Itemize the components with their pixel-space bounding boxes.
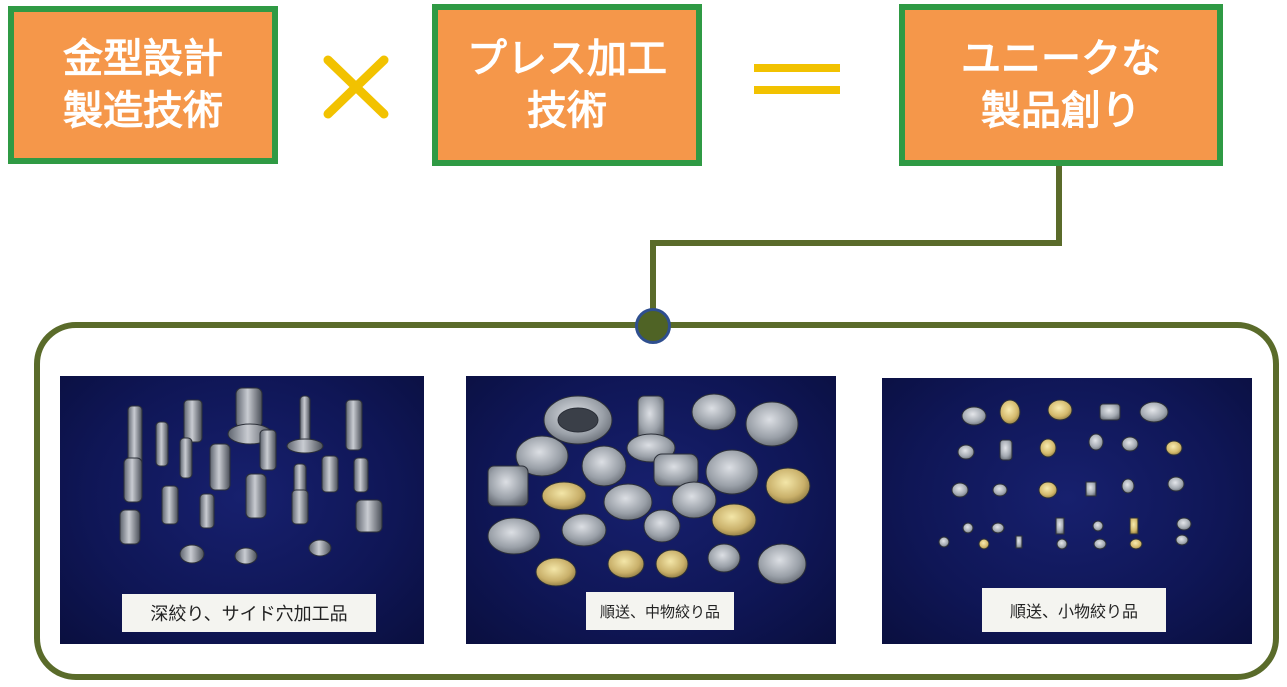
- photo-caption-small-drawn: 順送、小物絞り品: [982, 588, 1166, 632]
- photo-caption-medium-drawn: 順送、中物絞り品: [586, 592, 734, 630]
- box2-line2: 技術: [527, 88, 607, 134]
- box3-line1: ユニークな: [961, 36, 1161, 82]
- multiply-sign: [323, 55, 389, 119]
- photo-deep-drawn-side-hole-products: 深絞り、サイド穴加工品: [60, 376, 424, 644]
- equals-sign: [754, 64, 840, 94]
- connector-horizontal: [650, 240, 1062, 246]
- medium-drawn-parts-illustration: [487, 393, 811, 587]
- press-processing-technology-box: プレス加工 技術: [432, 4, 702, 166]
- die-design-technology-box: 金型設計 製造技術: [8, 6, 278, 164]
- box3-line2: 製品創り: [981, 88, 1141, 134]
- small-drawn-parts-illustration: [938, 399, 1192, 550]
- photo-progressive-small-drawn-products: 順送、小物絞り品: [882, 378, 1252, 644]
- box1-line1: 金型設計: [63, 36, 223, 82]
- connector-vertical-top: [1056, 166, 1062, 246]
- unique-product-creation-box: ユニークな 製品創り: [899, 4, 1223, 166]
- box1-line2: 製造技術: [63, 88, 223, 134]
- photo-caption-deep-drawn: 深絞り、サイド穴加工品: [122, 594, 376, 632]
- connector-vertical-bottom: [650, 240, 656, 320]
- box2-line1: プレス加工: [467, 36, 667, 82]
- connector-dot: [635, 308, 671, 344]
- deep-drawn-parts-illustration: [119, 387, 383, 565]
- photo-progressive-medium-drawn-products: 順送、中物絞り品: [466, 376, 836, 644]
